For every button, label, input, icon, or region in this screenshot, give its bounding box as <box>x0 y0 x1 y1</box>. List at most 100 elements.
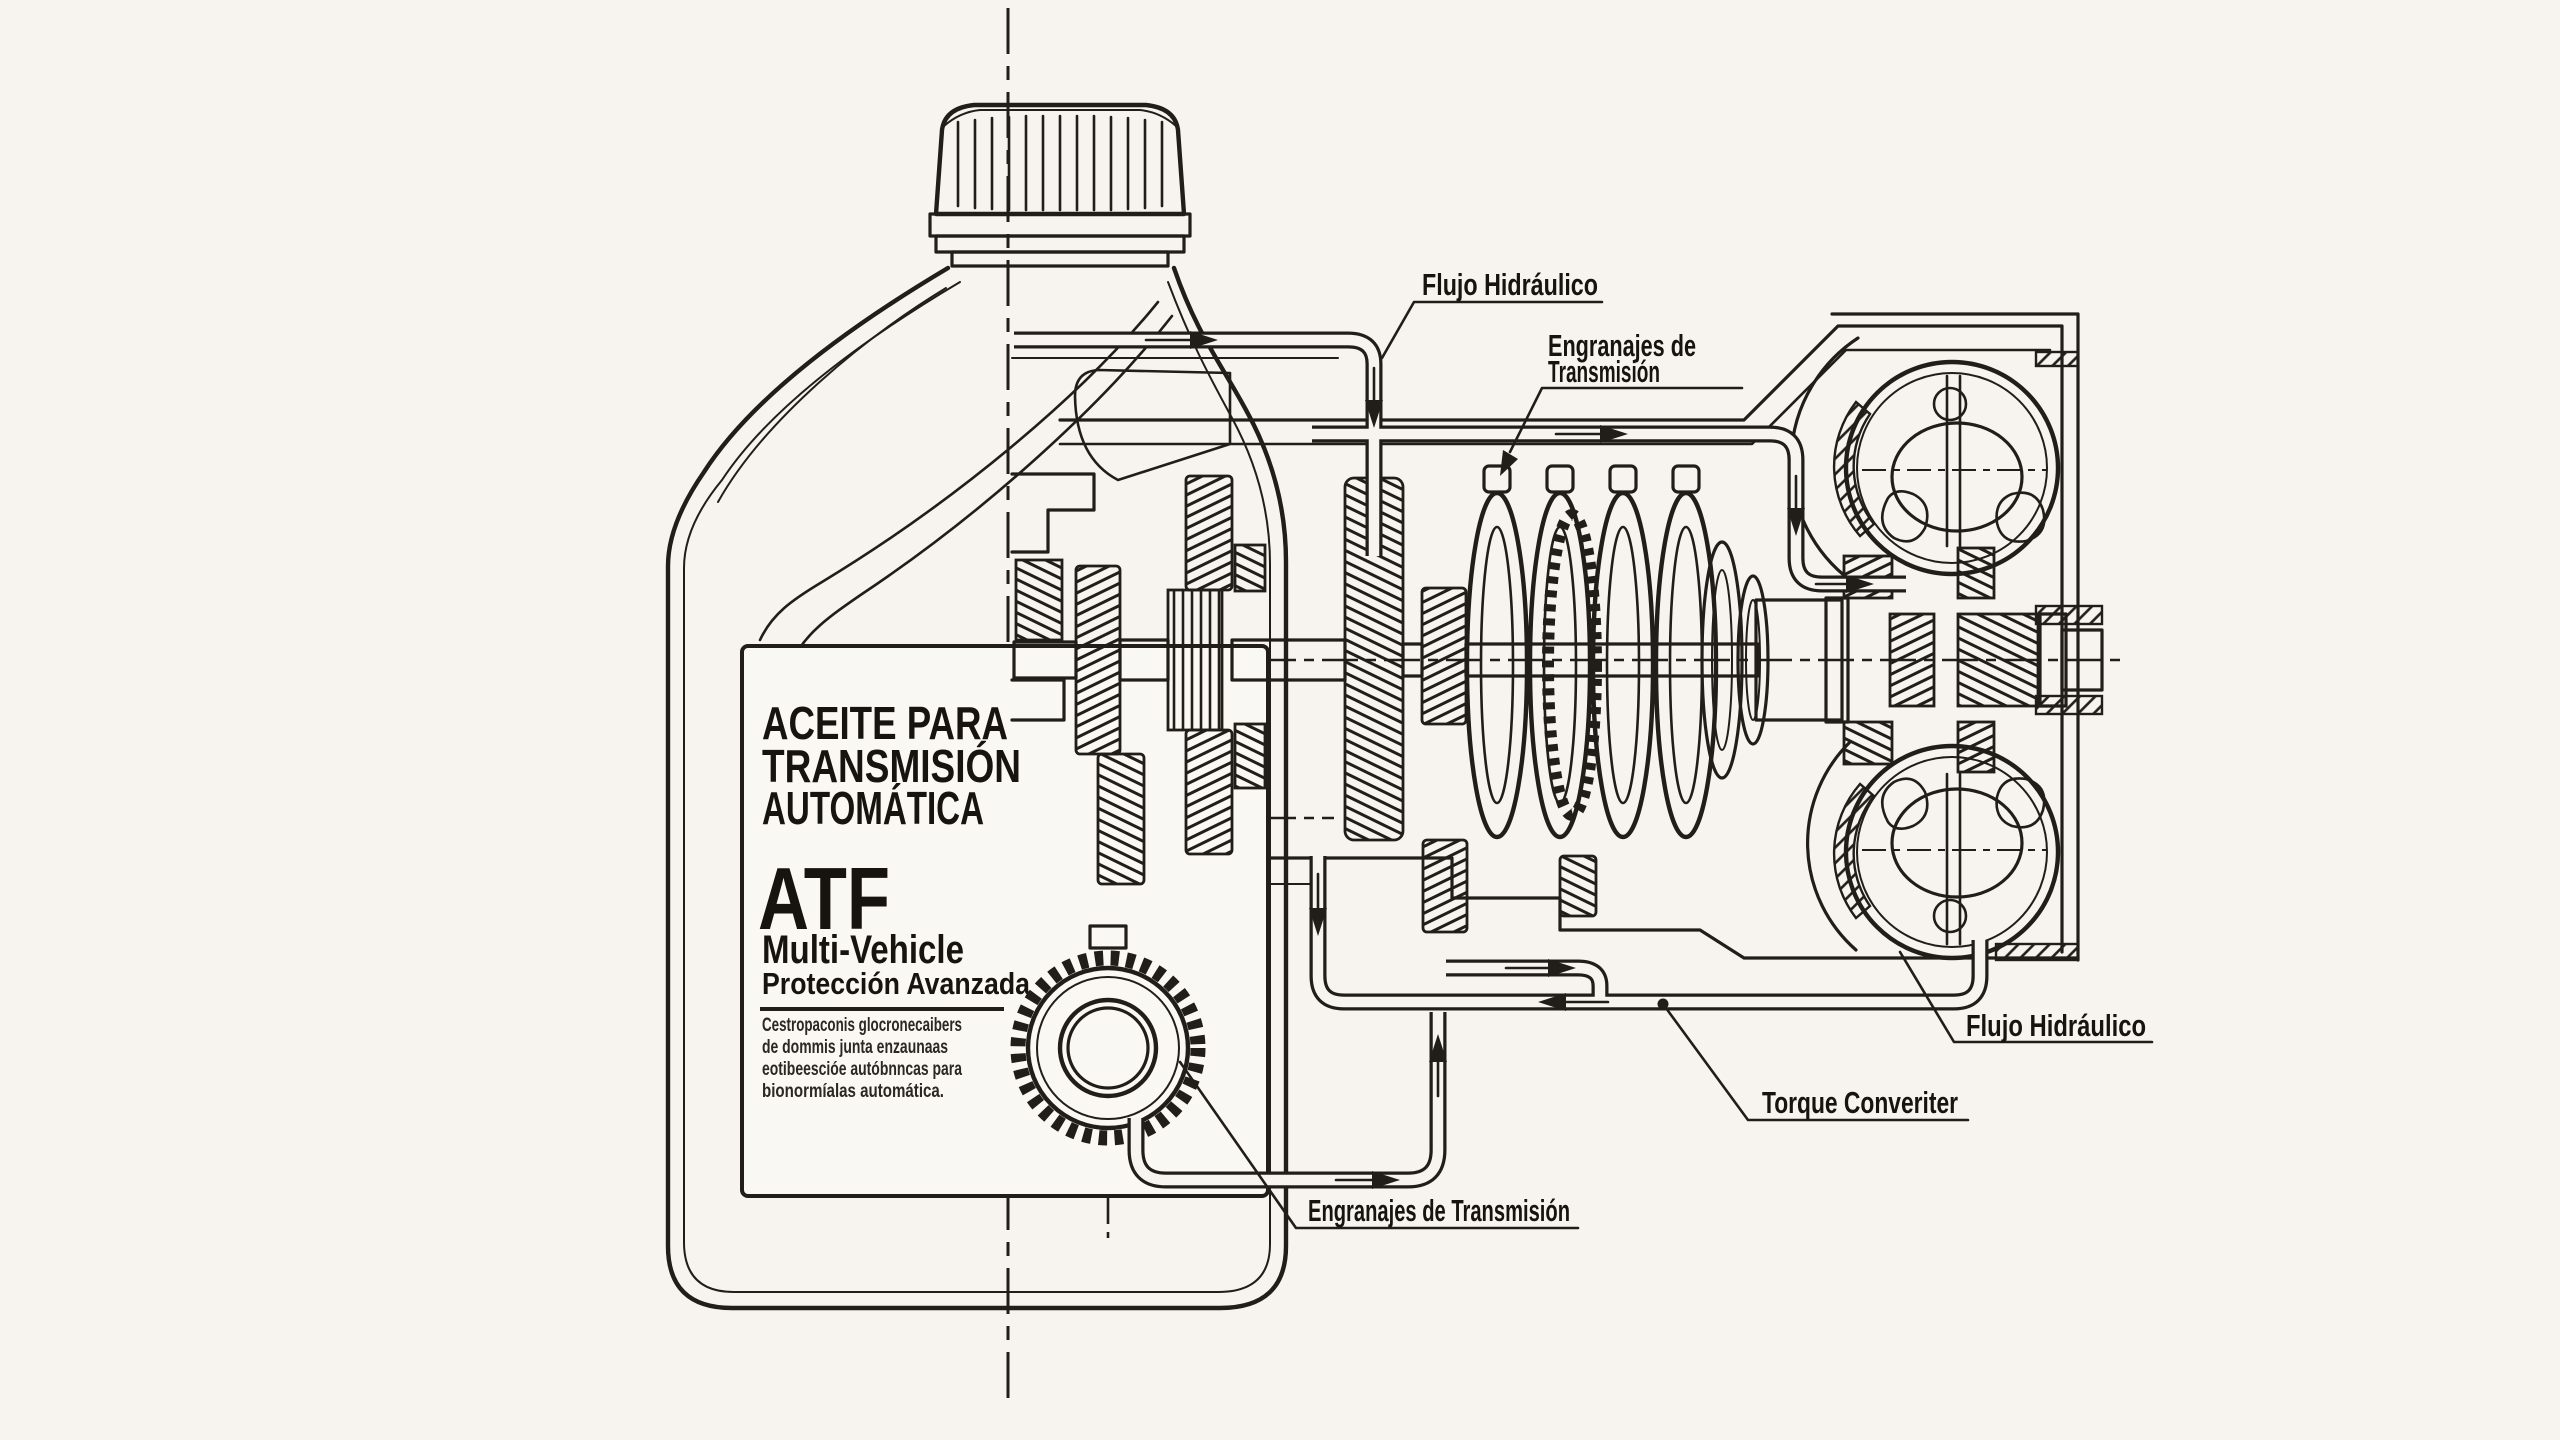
flow-arrow-right-top <box>1144 331 1218 349</box>
torus-bottom-split <box>1945 772 1962 946</box>
spur-gear-hub-outer <box>1057 997 1159 1099</box>
callout-transmission-gears-top: Engranajes de Transmisión <box>1500 328 1744 476</box>
torus-top-tube <box>1890 421 2024 533</box>
pipe-branch-inner <box>1446 962 1606 1002</box>
flow-arrow-down-converter <box>1787 474 1805 536</box>
callout-torque-converter-label: Torque Converiter <box>1762 1085 1958 1120</box>
bottle-cap-band2 <box>934 234 1186 254</box>
label-fine-print-line1: Cestropaconis glocronecaibers <box>762 1014 962 1036</box>
bottle-neck-collar <box>950 250 1170 268</box>
gear-2 <box>1096 752 1146 886</box>
flow-arrow-right-branch <box>1504 959 1576 977</box>
label-product-name: ATF <box>758 849 890 948</box>
leader-hydraulic-flow-top <box>1380 300 1604 360</box>
torus-bottom-rim <box>1856 756 2048 948</box>
ring-4-outer <box>1653 490 1719 840</box>
hydraulic-lines <box>1014 331 1989 1189</box>
torus-top-outer <box>1843 359 2061 577</box>
spur-gear-hub-inner <box>1066 1006 1150 1090</box>
ring-tab-3 <box>1608 464 1638 494</box>
label-title-line2: TRANSMISIÓN <box>762 740 1021 792</box>
gear-6 <box>1421 838 1469 934</box>
hub-block-lower <box>1233 722 1267 790</box>
ring-3-outer <box>1590 490 1656 840</box>
ring-tab-2 <box>1545 464 1575 494</box>
housing-top-inner <box>1058 348 2052 446</box>
gear-1 <box>1074 564 1122 756</box>
bottle-cap-top-line <box>943 109 1177 127</box>
callout-transmission-gears-bottom: Engranajes de Transmisión <box>1178 1060 1580 1230</box>
flow-arrow-right-bottom <box>1334 1171 1400 1189</box>
ring-tab-4 <box>1671 464 1701 494</box>
left-hatched-block <box>1014 558 1064 642</box>
housing-outer-wall <box>1830 312 2080 962</box>
bottle-shoulder-crease1 <box>717 287 947 503</box>
gear-train <box>1010 464 1844 934</box>
leader-transmission-gears-top <box>1508 386 1744 454</box>
bottle-body-inner-line <box>683 281 1271 1293</box>
left-bracket <box>1010 472 1096 722</box>
pipe-top-inner <box>1014 334 1380 556</box>
bottle-body-outline <box>665 265 1289 1311</box>
pipe-bottom-inner <box>1130 1012 1444 1186</box>
housing-flange-hatch-top <box>2034 350 2080 368</box>
torus-bottom-blade-right <box>1995 777 2046 829</box>
bottle-cap <box>933 102 1187 217</box>
clutch-pack <box>1464 464 1770 840</box>
stub-body <box>2060 628 2104 692</box>
bottle-cap-ribs <box>956 114 1164 212</box>
ring-2-outer <box>1527 490 1593 840</box>
ring-1-outer <box>1464 490 1530 840</box>
disc-1-inner <box>1711 569 1733 751</box>
flow-arrow-down-left <box>1309 872 1327 936</box>
torus-top-rim <box>1856 372 2048 564</box>
disc-2-outer <box>1736 574 1770 746</box>
disc-1-outer <box>1700 540 1744 780</box>
label-tagline: Protección Avanzada <box>762 966 1031 1001</box>
ring-4-inner <box>1668 525 1704 805</box>
hub-hatch-5 <box>1842 720 1894 766</box>
callouts: Flujo Hidráulico Engranajes de Transmisi… <box>1178 267 2154 1230</box>
converter-crescent-bottom <box>1832 782 1876 920</box>
torque-converter <box>1789 336 2104 961</box>
hub-hatch-2 <box>1956 546 1996 600</box>
ring-3-inner <box>1605 525 1641 805</box>
flow-arrow-right-hub <box>1814 575 1874 593</box>
atf-bottle <box>665 102 1289 1311</box>
callout-hydraulic-flow-right: Flujo Hidráulico <box>1898 950 2154 1044</box>
gear-7 <box>1558 854 1598 918</box>
hub-hatch-6 <box>1956 720 1996 774</box>
ring-2-drum-teeth <box>1542 509 1602 821</box>
torus-top-blade-right <box>1995 491 2046 543</box>
gear-3-bottom <box>1184 728 1234 856</box>
bottle-cap-band1 <box>928 212 1192 238</box>
spur-gear-key <box>1088 924 1128 950</box>
converter-crosshairs <box>1862 469 2046 851</box>
torus-bottom-tube <box>1890 787 2024 899</box>
hub-block-upper <box>1233 543 1267 593</box>
flow-arrow-right-gallery <box>1554 425 1628 443</box>
callout-transmission-gears-bottom-label: Engranajes de Transmisión <box>1308 1193 1570 1228</box>
gear-3-spline <box>1166 588 1224 732</box>
converter-crescent-top <box>1832 400 1876 538</box>
bottle-shoulder-crease3 <box>790 314 1174 664</box>
hub-sleeve-left <box>1824 596 1850 724</box>
callout-torque-converter: Torque Converiter <box>1657 998 1970 1122</box>
leader-arrowhead-transmission-gears <box>1500 450 1518 476</box>
label-fine-print-line4: bionormíalas automática. <box>762 1080 944 1102</box>
callout-hydraulic-flow-top: Flujo Hidráulico <box>1380 267 1604 360</box>
gear-3-top <box>1184 474 1234 592</box>
hub-hatch-3 <box>1888 612 1936 708</box>
spur-gear-root <box>1025 965 1191 1131</box>
converter-shell-lower <box>1806 740 1858 952</box>
spur-gear-rim <box>1036 976 1180 1120</box>
callout-transmission-gears-top-line2: Transmisión <box>1548 354 1660 389</box>
torus-top-port <box>1932 386 1968 422</box>
label-subtitle: Multi-Vehicle <box>762 928 964 972</box>
stub-flange-top <box>2034 604 2104 626</box>
flow-arrow-left-return <box>1538 993 1610 1011</box>
stub-flange-bottom <box>2034 694 2104 716</box>
output-hub-cylinder <box>1754 598 1844 722</box>
torus-top-blade-left <box>1880 489 1929 543</box>
